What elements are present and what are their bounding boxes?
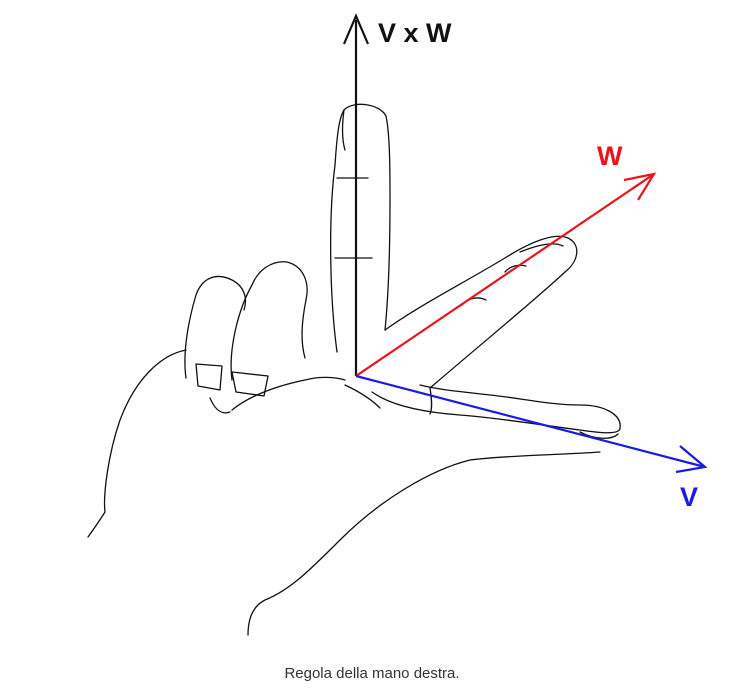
little-finger-outline — [184, 275, 247, 379]
little-fingernail — [195, 363, 223, 391]
middle-finger-outline — [329, 103, 391, 353]
right-hand-rule-diagram: V x W W V — [87, 13, 708, 636]
thumb-base — [344, 384, 381, 409]
index-finger-outline — [384, 235, 578, 389]
ring-finger-outline — [230, 261, 308, 381]
thumb-outline — [371, 384, 621, 434]
middle-finger-nail — [341, 109, 346, 151]
w-label: W — [597, 141, 623, 171]
cross-product-label: V x W — [378, 18, 452, 48]
v-label: V — [680, 482, 698, 512]
palm-lower-edge — [247, 451, 601, 636]
index-finger-nail — [519, 243, 564, 253]
palm-crease-2 — [209, 397, 231, 414]
cross-product-vector — [342, 13, 370, 376]
thumb-nail — [579, 431, 619, 439]
w-vector — [355, 172, 657, 377]
palm-outline — [87, 349, 187, 538]
index-finger-crease-2 — [504, 264, 527, 273]
palm-crease — [231, 376, 346, 411]
figure-caption: Regola della mano destra. — [284, 665, 460, 682]
v-vector — [355, 374, 708, 474]
hand-drawing — [87, 103, 621, 636]
ring-fingernail — [231, 371, 269, 397]
thumb-crease — [429, 387, 433, 415]
